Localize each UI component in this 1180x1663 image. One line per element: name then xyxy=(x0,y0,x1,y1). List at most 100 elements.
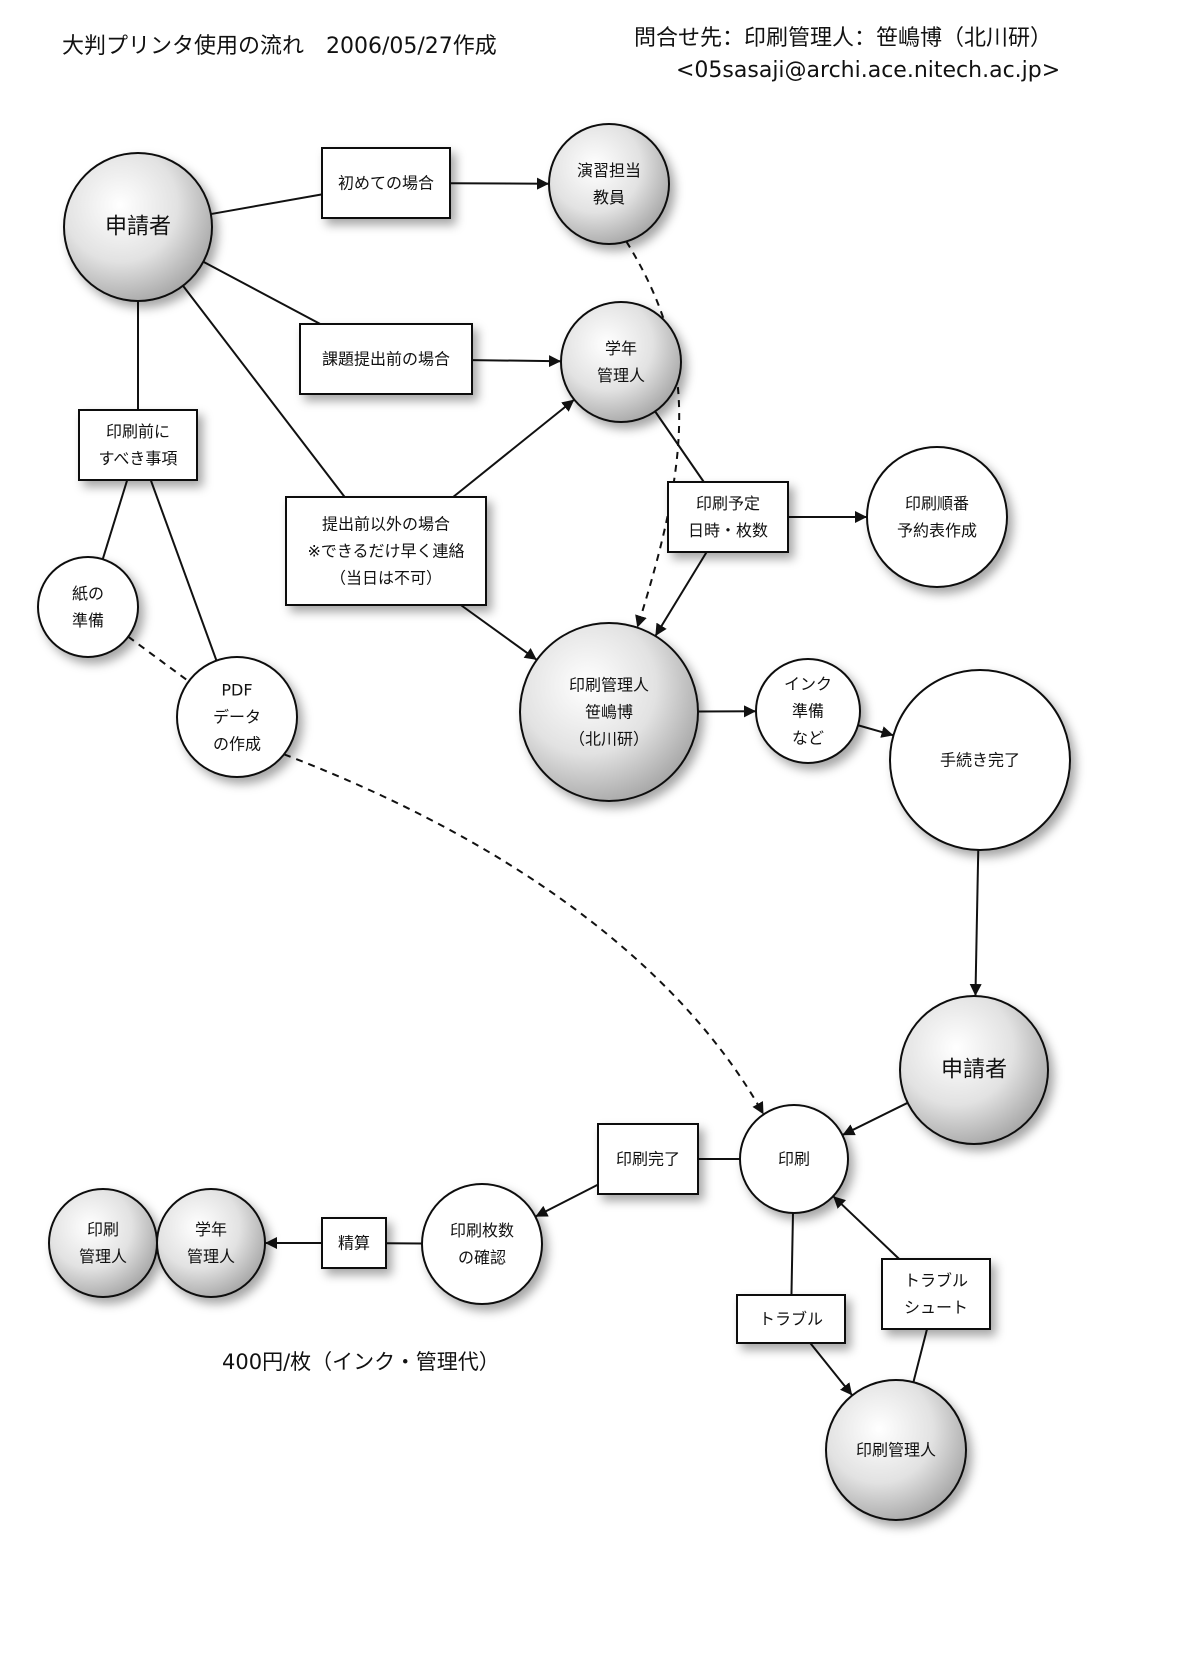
node-print-manager-bottom: 印刷管理人 xyxy=(825,1379,967,1521)
print-done-box xyxy=(597,1123,699,1195)
ink-prep-label-line-0: インク xyxy=(784,675,832,694)
pdf-data-label-line-0: PDF xyxy=(221,681,252,700)
print-done-label-line-0: 印刷完了 xyxy=(616,1150,680,1169)
print-manager-small-label-line-0: 印刷 xyxy=(87,1220,119,1239)
trouble-box xyxy=(736,1294,846,1344)
printing-label-line-0: 印刷 xyxy=(778,1150,810,1169)
edge-other-cases-to-grade-manager xyxy=(452,398,575,498)
edge-other-cases-to-print-manager-main xyxy=(460,604,538,661)
node-first-time: 初めての場合 xyxy=(321,147,451,219)
print-manager-small-circle xyxy=(48,1188,158,1298)
sheet-check-circle xyxy=(421,1183,543,1305)
node-procedure-done: 手続き完了 xyxy=(889,669,1071,851)
grade-manager-label-line-1: 管理人 xyxy=(597,366,645,385)
grade-manager-small-circle xyxy=(156,1188,266,1298)
prep-before-print-label-line-0: 印刷前に xyxy=(106,422,170,441)
print-manager-bottom-circle xyxy=(825,1379,967,1521)
applicant-top-circle xyxy=(63,152,213,302)
edge-pdf-data-to-printing xyxy=(283,753,765,1115)
edge-procedure-done-to-applicant-bottom xyxy=(969,849,982,997)
trouble-label-line-0: トラブル xyxy=(759,1310,823,1329)
sheet-check-label-line-0: 印刷枚数 xyxy=(450,1221,514,1240)
edge-applicant-top-to-other-cases xyxy=(182,285,346,498)
troubleshoot-label-line-0: トラブル xyxy=(904,1271,968,1290)
edge-applicant-top-to-first-time xyxy=(210,193,323,216)
print-manager-main-label-line-1: 笹嶋博 xyxy=(585,703,633,722)
edge-ink-prep-to-procedure-done xyxy=(857,724,894,738)
before-deadline-box xyxy=(299,323,473,395)
other-cases-box xyxy=(285,496,487,606)
procedure-done-label-line-0: 手続き完了 xyxy=(940,751,1020,770)
node-print-done: 印刷完了 xyxy=(597,1123,699,1195)
print-order-label-line-1: 予約表作成 xyxy=(897,521,977,540)
applicant-bottom-circle xyxy=(899,995,1049,1145)
troubleshoot-label-line-1: シュート xyxy=(904,1298,968,1317)
print-manager-main-label-line-2: （北川研） xyxy=(569,730,649,749)
printing-circle xyxy=(739,1104,849,1214)
node-settlement: 精算 xyxy=(321,1217,387,1269)
pdf-data-label-line-1: データ xyxy=(213,708,261,727)
print-order-label-line-0: 印刷順番 xyxy=(905,494,969,513)
edge-exercise-teacher-to-print-manager-main xyxy=(625,240,681,628)
paper-prep-label-line-0: 紙の xyxy=(72,584,104,603)
pdf-data-circle xyxy=(176,656,298,778)
exercise-teacher-label-line-0: 演習担当 xyxy=(577,161,641,180)
node-applicant-bottom: 申請者 xyxy=(899,995,1049,1145)
edge-grade-manager-to-print-schedule xyxy=(654,410,705,483)
edge-before-deadline-to-grade-manager xyxy=(471,355,562,368)
edge-printing-to-trouble xyxy=(790,1212,794,1296)
applicant-top-label-line-0: 申請者 xyxy=(105,215,171,240)
sheet-check-label-line-1: の確認 xyxy=(458,1248,506,1267)
grade-manager-circle xyxy=(560,301,682,423)
paper-prep-label-line-1: 準備 xyxy=(72,611,104,630)
print-manager-small-label-line-1: 管理人 xyxy=(79,1247,127,1266)
contact-email: <05sasaji@archi.ace.nitech.ac.jp> xyxy=(676,58,1061,83)
print-manager-bottom-label-line-0: 印刷管理人 xyxy=(856,1441,936,1460)
pdf-data-label-line-2: の作成 xyxy=(213,735,261,754)
first-time-box xyxy=(321,147,451,219)
first-time-label-line-0: 初めての場合 xyxy=(338,174,434,193)
edge-applicant-top-to-before-deadline xyxy=(202,260,321,325)
edge-print-done-to-sheet-check xyxy=(534,1183,599,1218)
ink-prep-label-line-1: 準備 xyxy=(792,702,824,721)
print-schedule-box xyxy=(667,481,789,553)
settlement-label-line-0: 精算 xyxy=(338,1234,370,1253)
prep-before-print-label-line-1: すべき事項 xyxy=(99,449,178,468)
exercise-teacher-label-line-1: 教員 xyxy=(593,188,625,207)
edge-trouble-to-print-manager-bottom xyxy=(809,1342,854,1397)
edge-prep-before-print-to-paper-prep xyxy=(101,479,129,560)
edge-prep-before-print-to-pdf-data xyxy=(149,479,218,661)
print-manager-main-circle xyxy=(519,622,699,802)
applicant-bottom-label-line-0: 申請者 xyxy=(941,1058,1007,1083)
troubleshoot-box xyxy=(881,1258,991,1330)
node-other-cases: 提出前以外の場合※できるだけ早く連絡（当日は不可） xyxy=(285,496,487,606)
print-order-circle xyxy=(866,446,1008,588)
edge-applicant-bottom-to-printing xyxy=(841,1101,909,1136)
other-cases-label-line-2: （当日は不可） xyxy=(330,569,442,588)
price-note: 400円/枚（インク・管理代） xyxy=(222,1350,500,1374)
edge-print-schedule-to-print-manager-main xyxy=(654,551,708,637)
procedure-done-circle xyxy=(889,669,1071,851)
grade-manager-small-label-line-1: 管理人 xyxy=(187,1247,235,1266)
before-deadline-label-line-0: 課題提出前の場合 xyxy=(322,350,450,369)
diagram-title: 大判プリンタ使用の流れ 2006/05/27作成 xyxy=(62,34,497,59)
node-applicant-top: 申請者 xyxy=(63,152,213,302)
node-print-manager-small: 印刷管理人 xyxy=(48,1188,158,1298)
print-schedule-label-line-0: 印刷予定 xyxy=(696,494,760,513)
edge-print-manager-bottom-to-troubleshoot xyxy=(912,1328,928,1383)
contact-info: 問合せ先：印刷管理人：笹嶋博（北川研） xyxy=(634,26,1053,51)
print-manager-main-label-line-0: 印刷管理人 xyxy=(569,676,649,695)
node-trouble: トラブル xyxy=(736,1294,846,1344)
settlement-box xyxy=(321,1217,387,1269)
